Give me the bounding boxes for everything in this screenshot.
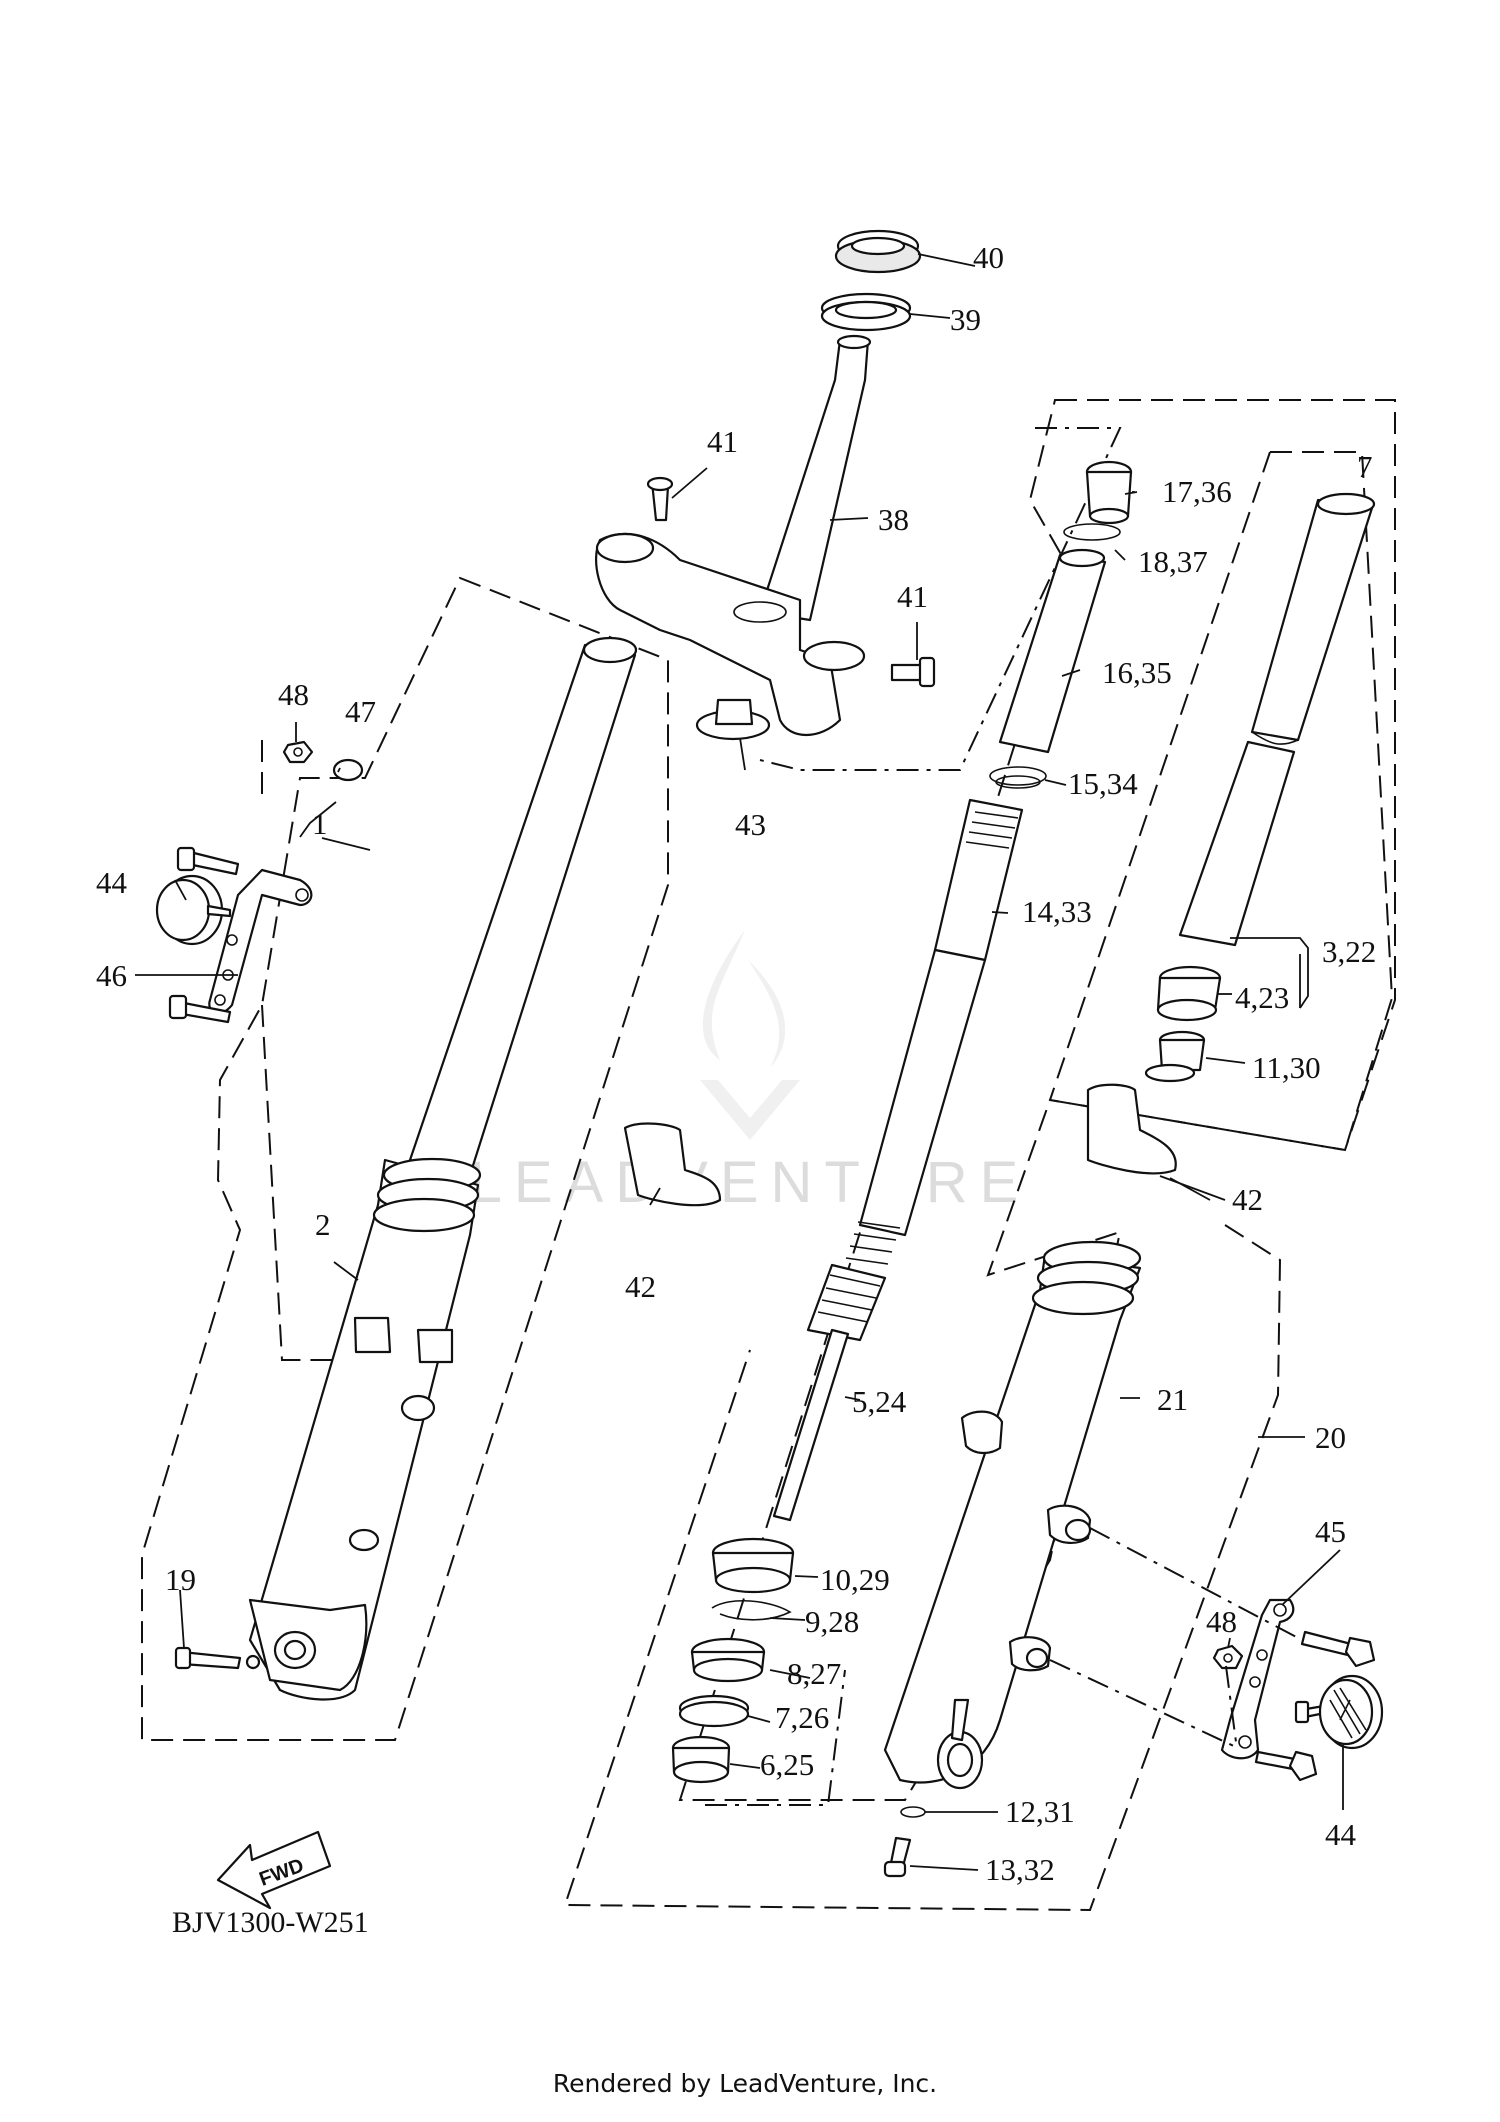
label-part-7: 7: [1357, 449, 1373, 484]
leader-lines: [135, 253, 1344, 1871]
nut-48-left: [282, 740, 314, 764]
washer-12-31: [900, 1806, 926, 1818]
label-part-10-29: 10,29: [820, 1562, 890, 1597]
label-part-7-26: 7,26: [775, 1700, 829, 1735]
group-outline-left: [141, 576, 669, 1741]
label-part-44-right: 44: [1325, 1817, 1357, 1852]
outer-tube-2: [248, 1157, 482, 1701]
label-part-21: 21: [1157, 1382, 1188, 1417]
bush-4-23: [1156, 965, 1222, 1022]
connector-line-upper: [1089, 1527, 1303, 1641]
nut-48-right: [1212, 1644, 1244, 1670]
diagram-code: BJV1300-W251: [172, 1906, 369, 1939]
o-ring-18-37: [1063, 523, 1121, 541]
bolt-19: [174, 1646, 261, 1670]
label-part-47: 47: [345, 694, 376, 729]
label-part-9-28: 9,28: [805, 1604, 859, 1639]
bolt-41-right: [890, 656, 936, 688]
bolt-right-lower: [1254, 1750, 1318, 1782]
steering-stem-38: [758, 334, 872, 622]
label-part-8-27: 8,27: [787, 1656, 841, 1691]
label-part-3-22: 3,22: [1322, 934, 1376, 969]
washer-15-34: [989, 766, 1047, 789]
group-outline-right: [563, 1224, 1282, 1912]
cable-guide-42-right: [1086, 1083, 1177, 1175]
bolt-right-upper: [1300, 1630, 1376, 1668]
spring-14-33: [845, 798, 1024, 1265]
group-outline-left-bracket: [261, 740, 338, 1361]
label-part-19: 19: [165, 1562, 196, 1597]
group-outline-inner-tube: [1048, 451, 1394, 1152]
bolt-left-upper: [176, 846, 240, 876]
label-part-42-right: 42: [1232, 1182, 1263, 1217]
label-part-5-24: 5,24: [852, 1384, 907, 1419]
label-part-48-left: 48: [278, 677, 309, 712]
bolt-41-top: [646, 476, 674, 522]
label-part-20: 20: [1315, 1420, 1346, 1455]
label-part-46: 46: [96, 958, 127, 993]
label-part-16-35: 16,35: [1102, 655, 1172, 690]
washer-43: [695, 698, 771, 741]
connector-line-lower: [1049, 1659, 1239, 1749]
label-part-15-34: 15,34: [1068, 766, 1138, 801]
leadventure-logo-icon: [700, 930, 800, 1140]
label-part-44-left: 44: [96, 865, 128, 900]
bush-11-30: [1144, 1030, 1206, 1083]
label-part-17-36: 17,36: [1162, 474, 1232, 509]
connector-line-48: [1225, 1665, 1237, 1743]
collar-16-35: [998, 548, 1107, 754]
inner-tube-7: [1178, 492, 1376, 947]
label-part-48-right: 48: [1206, 1604, 1237, 1639]
reflector-44-left: [155, 874, 232, 946]
label-part-41-right: 41: [897, 579, 928, 614]
label-part-12-31: 12,31: [1005, 1794, 1075, 1829]
bolt-13-32: [883, 1836, 912, 1878]
bearing-40: [834, 229, 922, 274]
reflector-44-right: [1294, 1674, 1384, 1750]
outer-tube-21: [883, 1240, 1142, 1790]
seal-8-27: [690, 1637, 766, 1683]
cap-47: [332, 758, 364, 782]
label-part-13-32: 13,32: [985, 1852, 1055, 1887]
cap-bolt-17-36: [1085, 460, 1133, 525]
label-part-41-top: 41: [707, 424, 738, 459]
label-part-18-37: 18,37: [1138, 544, 1208, 579]
inner-tube-1: [408, 636, 638, 1177]
guide-10-29: [711, 1537, 795, 1594]
damper-rod-5-24: [772, 1263, 887, 1522]
label-part-4-23: 4,23: [1235, 980, 1289, 1015]
footer-credit: Rendered by LeadVenture, Inc.: [553, 2069, 937, 2098]
label-part-2: 2: [315, 1207, 331, 1242]
cable-guide-42-centre: [623, 1122, 722, 1207]
bush-6-25: [671, 1735, 731, 1784]
race-39: [820, 292, 912, 332]
bracket-45: [1220, 1598, 1295, 1760]
label-part-14-33: 14,33: [1022, 894, 1092, 929]
clip-9-28: [711, 1599, 792, 1621]
fwd-arrow-icon: FWD: [216, 1830, 332, 1910]
washer-7-26: [678, 1694, 750, 1728]
label-part-11-30: 11,30: [1252, 1050, 1321, 1085]
label-part-39: 39: [950, 302, 981, 337]
label-part-1: 1: [312, 806, 328, 841]
bolt-left-lower: [168, 994, 232, 1024]
watermark-text: LEADVENTURE: [470, 1150, 1031, 1215]
label-part-38: 38: [878, 502, 909, 537]
label-part-45: 45: [1315, 1514, 1346, 1549]
group-outline-damper: [705, 1669, 846, 1806]
label-part-42-centre: 42: [625, 1269, 656, 1304]
bracket-46: [208, 868, 313, 1015]
label-part-6-25: 6,25: [760, 1747, 814, 1782]
label-part-43: 43: [735, 807, 766, 842]
under-bracket-38: [595, 532, 866, 736]
label-part-40: 40: [973, 240, 1004, 275]
